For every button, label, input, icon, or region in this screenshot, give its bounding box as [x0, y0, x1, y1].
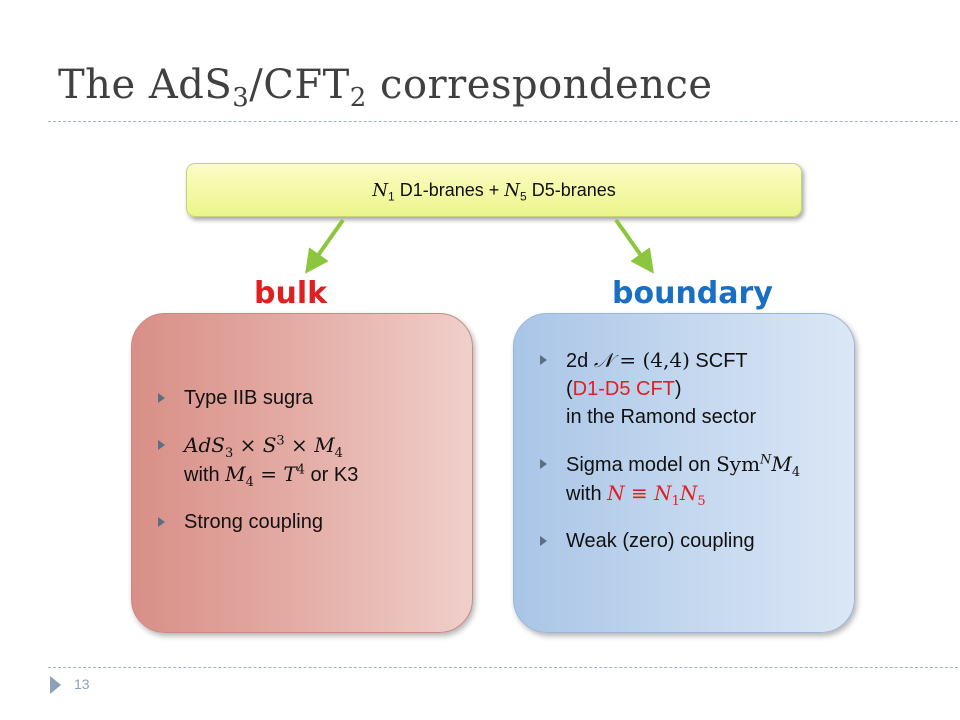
list-item: Strong coupling	[158, 508, 456, 536]
list-item: Sigma model on SymNM4 with N ≡ N1N5	[540, 450, 842, 508]
list-item: 2d 𝒩 = (4,4) SCFT (D1-D5 CFT) in the Ram…	[540, 346, 842, 431]
boundary-list: 2d 𝒩 = (4,4) SCFT (D1-D5 CFT) in the Ram…	[540, 346, 842, 574]
bullet-icon	[540, 355, 547, 365]
brane-setup-box: N1 D1-branes + N5 D5-branes	[186, 163, 802, 217]
slide-title: The AdS3/CFT2 correspondence	[58, 62, 713, 113]
bullet-icon	[158, 393, 165, 403]
footer-divider	[48, 667, 960, 668]
bulk-list: Type IIB sugra AdS3 × S3 × M4 with M4 = …	[158, 384, 456, 555]
bullet-icon	[158, 517, 165, 527]
boundary-heading: boundary	[612, 276, 773, 311]
title-divider	[48, 121, 960, 122]
bullet-icon	[158, 440, 165, 450]
list-item: AdS3 × S3 × M4 with M4 = T4 or K3	[158, 431, 456, 489]
list-item: Type IIB sugra	[158, 384, 456, 412]
boundary-panel: 2d 𝒩 = (4,4) SCFT (D1-D5 CFT) in the Ram…	[513, 313, 855, 633]
bulk-panel: Type IIB sugra AdS3 × S3 × M4 with M4 = …	[131, 313, 473, 633]
arrow-to-bulk	[305, 218, 345, 274]
bulk-heading: bulk	[254, 276, 328, 311]
page-number: 13	[74, 676, 90, 692]
list-item: Weak (zero) coupling	[540, 527, 842, 555]
footer-triangle-icon	[50, 676, 61, 694]
bullet-icon	[540, 536, 547, 546]
bullet-icon	[540, 459, 547, 469]
arrow-to-boundary	[614, 218, 654, 274]
